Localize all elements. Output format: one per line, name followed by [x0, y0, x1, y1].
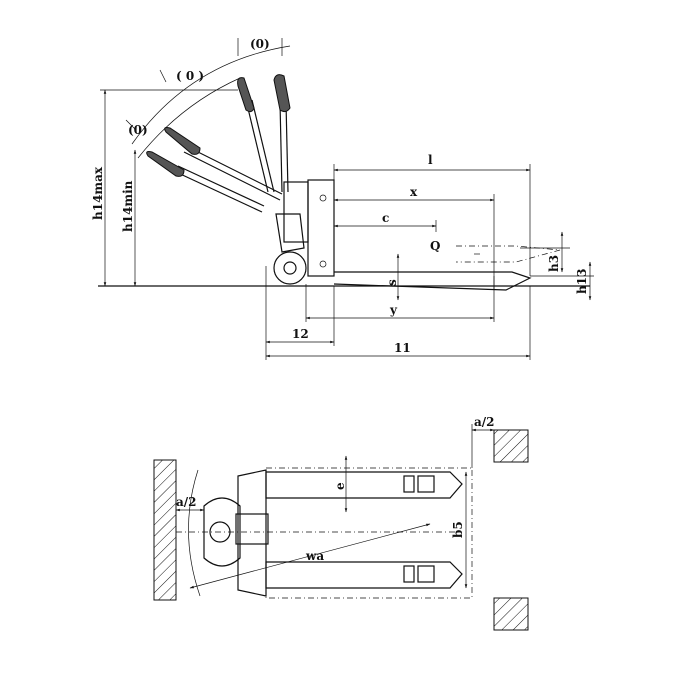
hydraulic-unit	[275, 213, 305, 253]
roller-top	[403, 475, 415, 493]
handle-swing-arc-outer	[131, 45, 291, 145]
cross-plate	[235, 513, 269, 545]
label-c: c	[382, 211, 389, 225]
frame-body	[283, 181, 309, 243]
label-wa: wa	[305, 549, 324, 563]
label-h14min: h14min	[121, 180, 135, 232]
fork-top	[265, 471, 463, 499]
label-h3: h3	[547, 255, 561, 272]
roller-bottom	[403, 565, 415, 583]
drive-head	[203, 497, 241, 567]
turn-arc	[188, 469, 201, 597]
handle-swing-arc-inner	[137, 77, 241, 159]
label-e: e	[333, 482, 347, 490]
top-view: wa e b5 a/2 a/2	[153, 415, 529, 631]
chassis-frame	[237, 469, 267, 597]
wall-bottom-right	[493, 597, 529, 631]
steer-wheel	[273, 251, 307, 285]
mast-bolt-1	[319, 194, 327, 202]
label-h14max: h14max	[91, 166, 105, 220]
label-h13: h13	[575, 269, 589, 294]
label-12: 12	[292, 327, 309, 341]
steer-wheel-hub	[283, 261, 297, 275]
fork-lower	[333, 271, 532, 291]
label-s: s	[385, 279, 399, 286]
handle-upright-2	[273, 74, 291, 193]
label-q: Q	[430, 239, 440, 253]
label-a2-left: a/2	[176, 495, 197, 509]
label-l1: l	[428, 153, 433, 167]
handle-tilted-2	[146, 151, 265, 213]
fork-raised	[456, 245, 561, 263]
angle-label-mid: ( 0 )	[176, 69, 204, 83]
mast-bolt-2	[319, 260, 327, 268]
side-view: h14max h14min l x c Q s h3 h13 y 12	[91, 37, 594, 360]
angle-label-top: (0)	[250, 37, 270, 51]
wall-left	[153, 459, 177, 601]
arc-tick-4	[125, 119, 137, 131]
dim-wa	[189, 523, 431, 589]
handle-tilted-1	[164, 127, 283, 201]
label-11: 11	[394, 341, 411, 355]
angle-label-low: (0)	[128, 123, 148, 137]
roller-top-2	[417, 475, 435, 493]
label-y: y	[389, 303, 398, 317]
wall-top-right	[493, 429, 529, 463]
roller-bottom-2	[417, 565, 435, 583]
label-b5: b5	[451, 521, 465, 538]
label-a2-top: a/2	[474, 415, 495, 429]
pallet-outline	[265, 467, 473, 599]
label-x: x	[410, 185, 418, 199]
arc-tick-3	[159, 69, 167, 83]
handle-upright-1	[237, 77, 275, 193]
